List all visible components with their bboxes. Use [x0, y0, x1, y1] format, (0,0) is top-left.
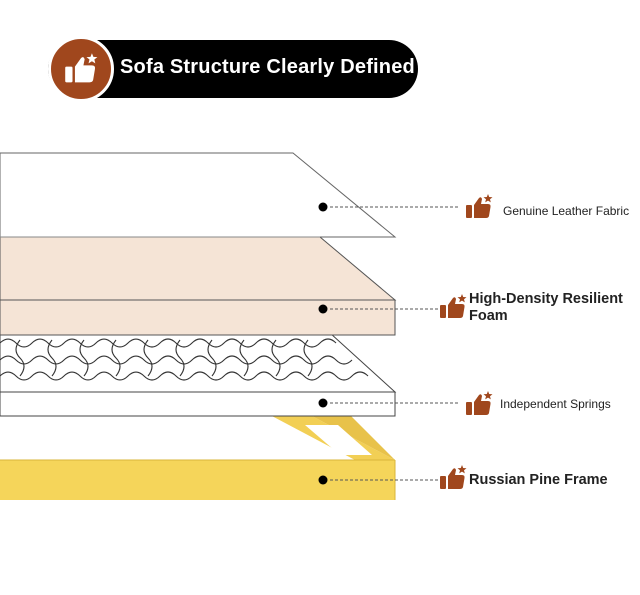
- thumbs-up-star-icon: [466, 391, 493, 415]
- layer-label-springs: Independent Springs: [500, 397, 611, 411]
- thumbs-up-star-icon: [48, 36, 114, 102]
- springs-layer: [0, 332, 397, 417]
- layer-label-foam: High-Density Resilient Foam: [469, 291, 623, 324]
- thumbs-up-star-icon: [440, 465, 467, 489]
- page-title: Sofa Structure Clearly Defined: [120, 56, 415, 78]
- thumbs-up-star-icon: [466, 194, 493, 218]
- foam-layer: [0, 236, 397, 336]
- thumbs-up-star-icon: [440, 294, 467, 318]
- layer-label-leather: Genuine Leather Fabric: [503, 204, 630, 218]
- layer-label-frame: Russian Pine Frame: [469, 472, 608, 488]
- leather-layer: [0, 152, 397, 238]
- frame-layer: [0, 415, 396, 500]
- leader-lines: [318, 202, 460, 485]
